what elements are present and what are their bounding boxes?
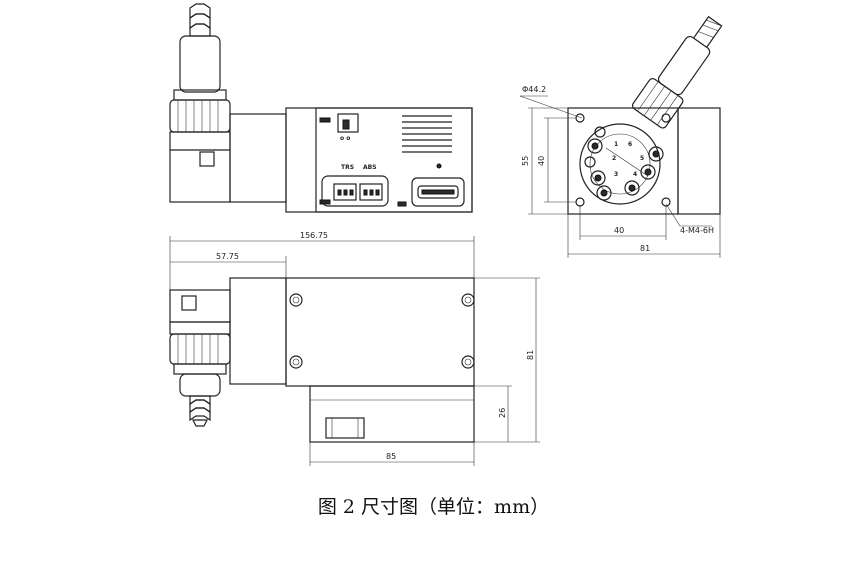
port-holes <box>584 126 664 201</box>
dim-base-width: 85 <box>386 452 396 461</box>
terminal-block-right <box>359 183 383 201</box>
dim-total-length: 156.75 <box>300 231 328 240</box>
base-slot <box>325 417 365 439</box>
figure-caption: 图 2 尺寸图（单位：mm） <box>317 496 550 518</box>
dip-switch <box>337 113 359 133</box>
svg-text:o o: o o <box>340 135 350 142</box>
screw <box>289 355 303 369</box>
terminal-block-left <box>333 183 357 201</box>
neck <box>229 113 287 203</box>
collar <box>169 99 231 133</box>
port-number: 1 <box>614 141 618 148</box>
housing-front <box>285 277 475 387</box>
manifold-disc <box>579 123 661 205</box>
dim-height-55: 55 <box>521 156 530 166</box>
dim-diameter: Φ44.2 <box>522 85 546 94</box>
screw <box>461 293 475 307</box>
base-front <box>309 385 475 443</box>
valve-arm-angled <box>631 15 723 129</box>
dim-bottom-40: 40 <box>614 226 624 235</box>
port-number: 3 <box>614 171 618 178</box>
valve-cylinder-front <box>179 373 221 397</box>
port-number: 6 <box>628 141 632 148</box>
mount-hole <box>575 113 585 123</box>
screw <box>289 293 303 307</box>
mount-hole <box>661 113 671 123</box>
dim-height-40: 40 <box>537 156 546 166</box>
hose-barb-front <box>189 395 211 427</box>
vent-grille <box>402 115 452 153</box>
end-body-side <box>677 107 721 215</box>
front-panel <box>315 107 473 213</box>
terminal-frame <box>321 175 389 207</box>
connector-label-trs: TRS <box>341 164 354 171</box>
collar-front <box>169 333 231 365</box>
mount-hole <box>575 197 585 207</box>
valve-block <box>169 131 231 203</box>
dimension-drawing: o o TRS ABS <box>169 3 723 466</box>
electronics-housing <box>285 107 473 213</box>
dim-holes: 4-M4-6H <box>680 226 714 235</box>
front-view: 156.75 57.75 <box>169 231 540 466</box>
end-view: 1 2 3 4 5 6 Φ44.2 55 40 <box>519 15 723 258</box>
dim-bottom-81: 81 <box>640 244 650 253</box>
valve-cylinder <box>179 35 221 93</box>
port-number: 5 <box>640 155 644 162</box>
valve-block-front <box>169 289 231 323</box>
neck-front <box>229 277 287 385</box>
dim-left-offset: 57.75 <box>216 252 239 261</box>
display-connector <box>411 177 465 207</box>
top-view: o o TRS ABS <box>169 3 473 213</box>
hose-barb-top <box>189 3 211 37</box>
dim-height-81: 81 <box>526 350 535 360</box>
mount-hole <box>661 197 671 207</box>
screw <box>461 355 475 369</box>
port-number: 4 <box>633 171 637 178</box>
dim-step-26: 26 <box>498 408 507 418</box>
port-number: 2 <box>612 155 616 162</box>
connector-label-abs: ABS <box>363 164 377 171</box>
block-window <box>199 151 215 167</box>
